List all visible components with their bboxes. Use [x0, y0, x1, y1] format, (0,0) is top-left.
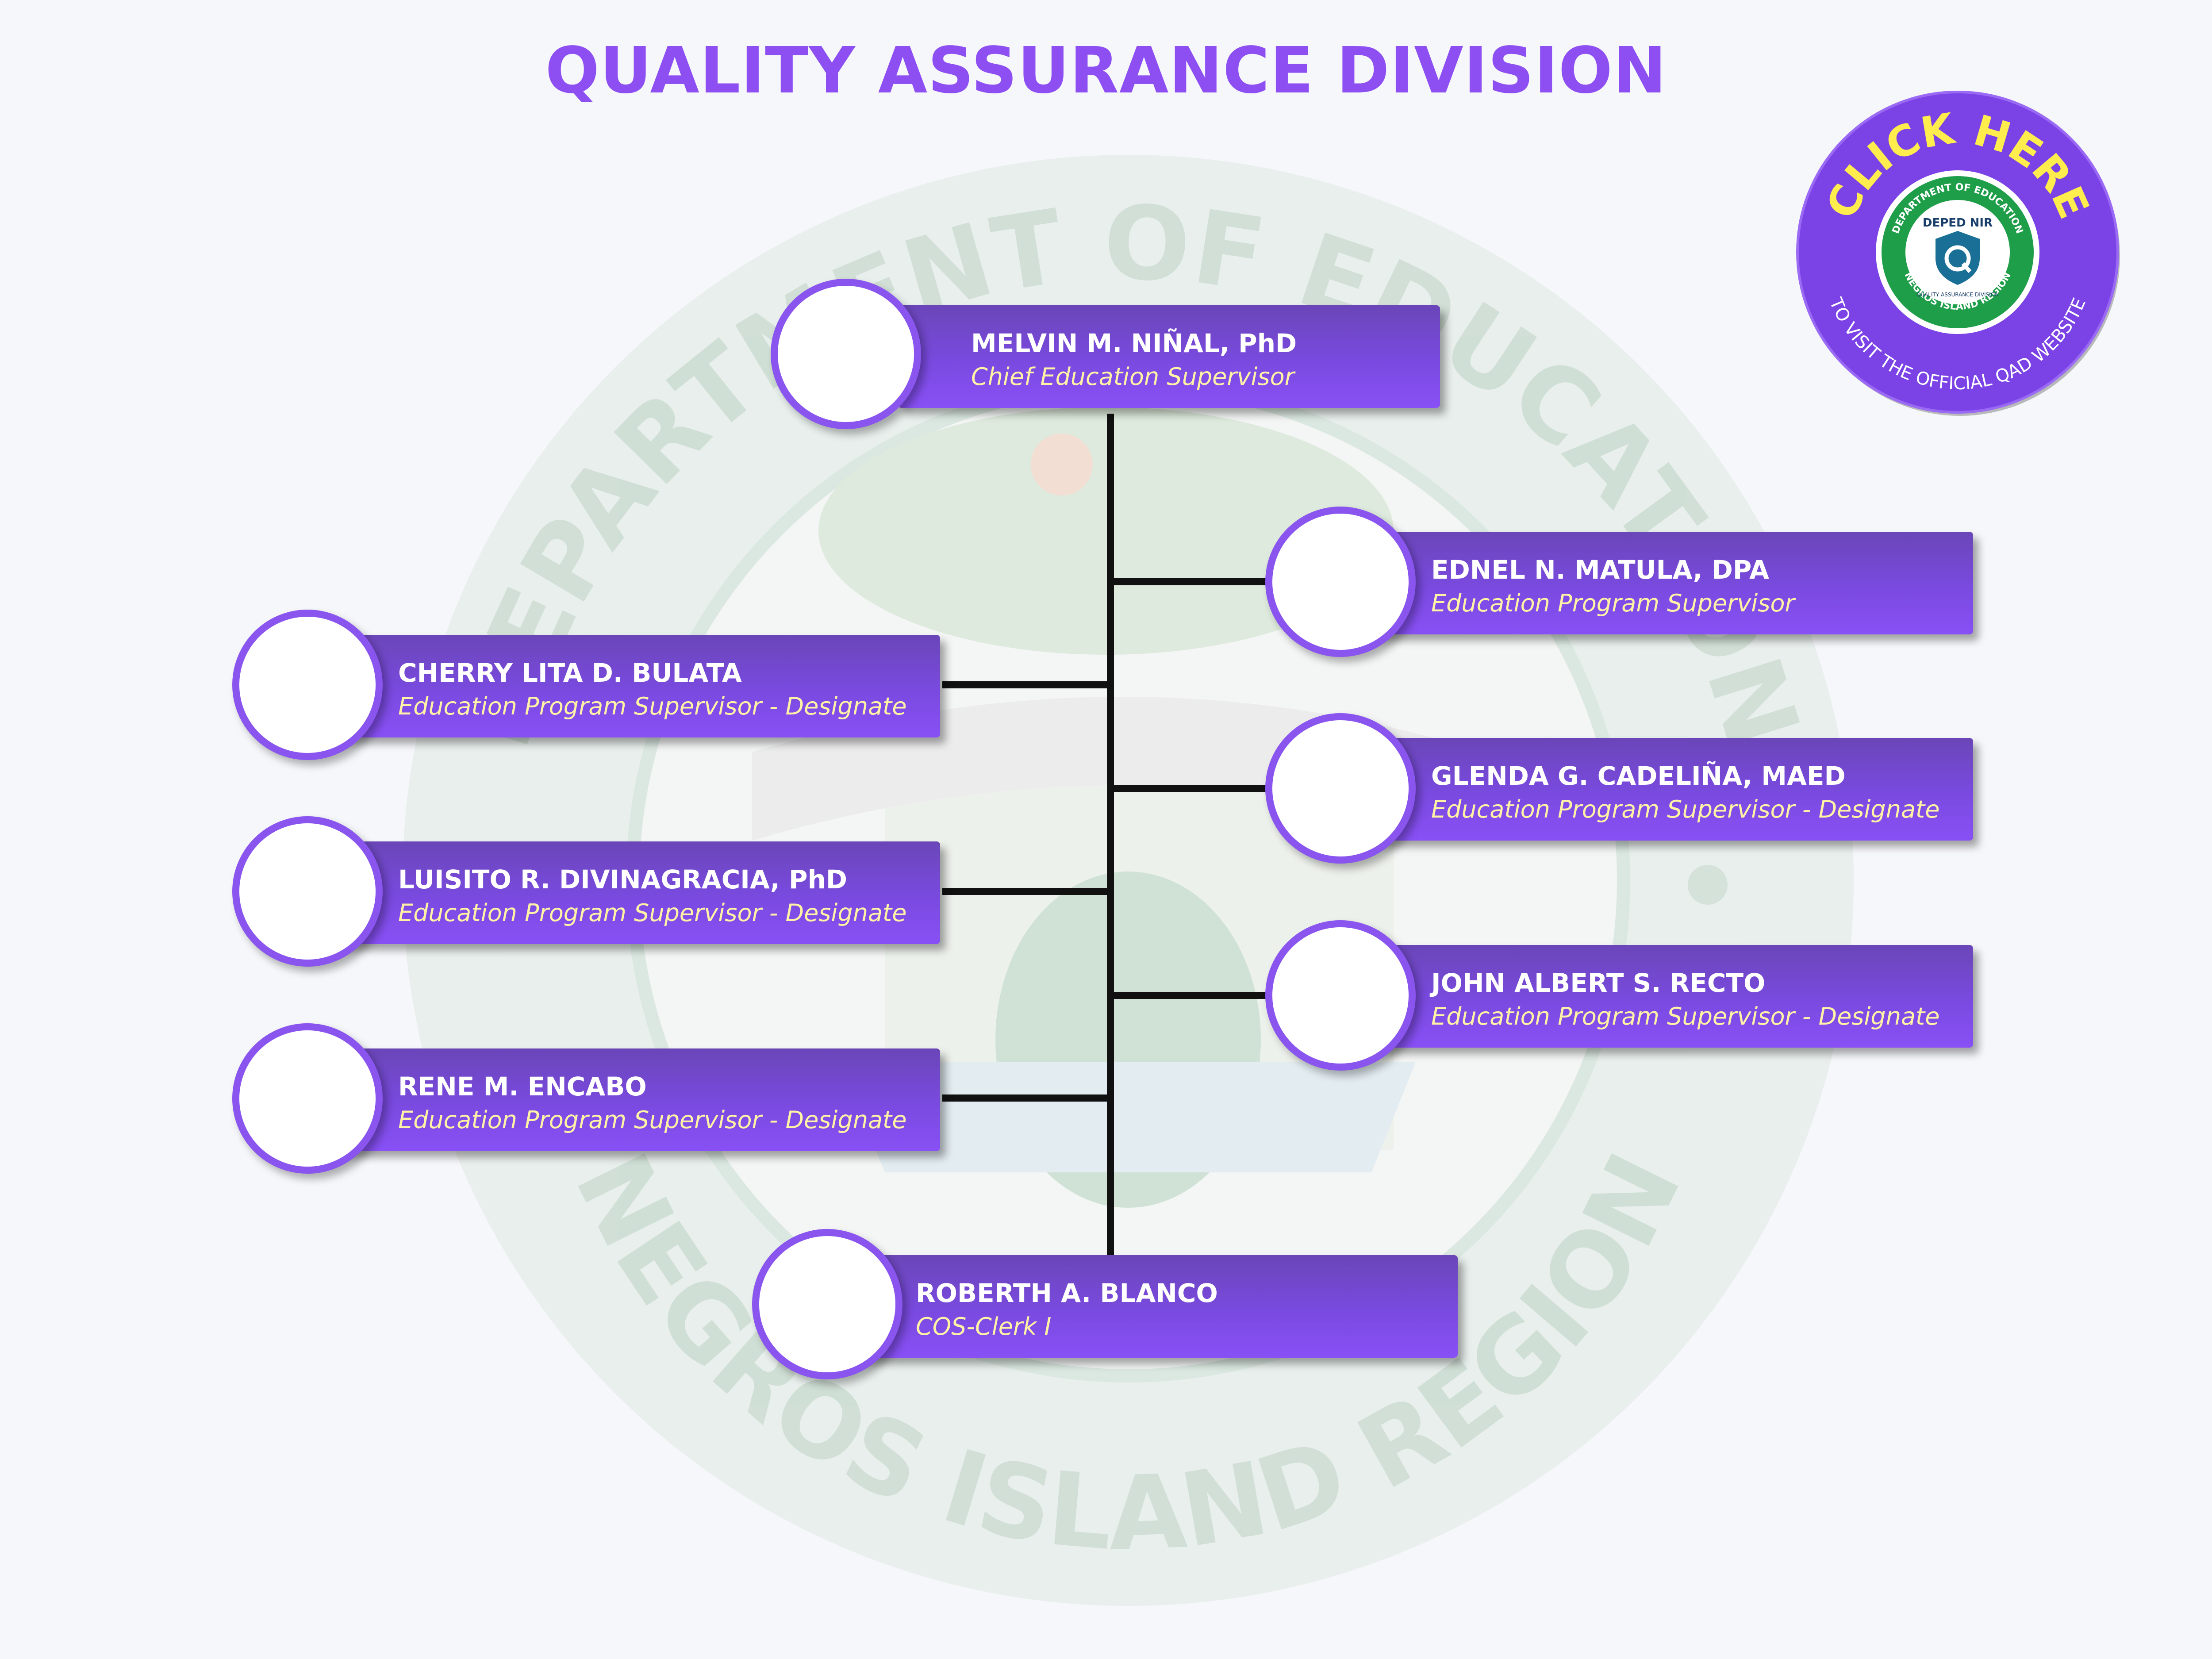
staff-role: Education Program Supervisor - Designate — [1431, 795, 1940, 823]
staff-photo-glenda — [1265, 713, 1416, 864]
qad-website-badge[interactable]: CLICK HERE TO VISIT THE OFFICIAL QAD WEB… — [1794, 88, 2121, 416]
staff-name: LUISITO R. DIVINAGRACIA, PhD — [398, 864, 847, 895]
staff-photo-ednel — [1265, 507, 1416, 657]
clerk-photo — [752, 1229, 902, 1379]
staff-card-rene: RENE M. ENCABO Education Program Supervi… — [319, 1048, 940, 1151]
staff-name: CHERRY LITA D. BULATA — [398, 658, 742, 688]
page-title: QUALITY ASSURANCE DIVISION — [545, 33, 1667, 108]
staff-card-glenda: GLENDA G. CADELIÑA, MAED Education Progr… — [1363, 738, 1973, 841]
staff-role: Education Program Supervisor - Designate — [398, 1106, 907, 1134]
clerk-name: ROBERTH A. BLANCO — [916, 1278, 1218, 1308]
staff-name: JOHN ALBERT S. RECTO — [1431, 968, 1766, 998]
chief-card: MELVIN M. NIÑAL, PhD Chief Education Sup… — [898, 305, 1440, 408]
staff-name: EDNEL N. MATULA, DPA — [1431, 555, 1769, 585]
staff-role: Education Program Supervisor — [1431, 589, 1795, 617]
chief-role: Chief Education Supervisor — [971, 363, 1294, 391]
staff-name: RENE M. ENCABO — [398, 1071, 647, 1102]
staff-name: GLENDA G. CADELIÑA, MAED — [1431, 761, 1846, 791]
deped-nir-seal: DEPARTMENT OF EDUCATION NEGROS ISLAND RE… — [1876, 170, 2039, 334]
chief-name: MELVIN M. NIÑAL, PhD — [971, 328, 1297, 358]
staff-photo-luisito — [232, 816, 383, 967]
staff-card-john: JOHN ALBERT S. RECTO Education Program S… — [1363, 945, 1973, 1048]
seal-middle-text: QUALITY ASSURANCE DIVISION — [1916, 292, 1999, 298]
chief-photo — [771, 279, 921, 429]
staff-photo-rene — [232, 1023, 383, 1174]
staff-role: Education Program Supervisor - Designate — [398, 692, 907, 720]
staff-card-cherry: CHERRY LITA D. BULATA Education Program … — [319, 635, 940, 737]
staff-photo-john — [1265, 920, 1416, 1071]
clerk-role: COS-Clerk I — [916, 1313, 1052, 1340]
seal-center-text: DEPED NIR — [1923, 216, 1993, 230]
staff-role: Education Program Supervisor - Designate — [1431, 1002, 1940, 1030]
staff-role: Education Program Supervisor - Designate — [398, 899, 907, 927]
staff-card-luisito: LUISITO R. DIVINAGRACIA, PhD Education P… — [319, 841, 940, 944]
staff-photo-cherry — [232, 610, 383, 760]
clerk-card: ROBERTH A. BLANCO COS-Clerk I — [854, 1255, 1458, 1358]
staff-card-ednel: EDNEL N. MATULA, DPA Education Program S… — [1363, 532, 1973, 634]
